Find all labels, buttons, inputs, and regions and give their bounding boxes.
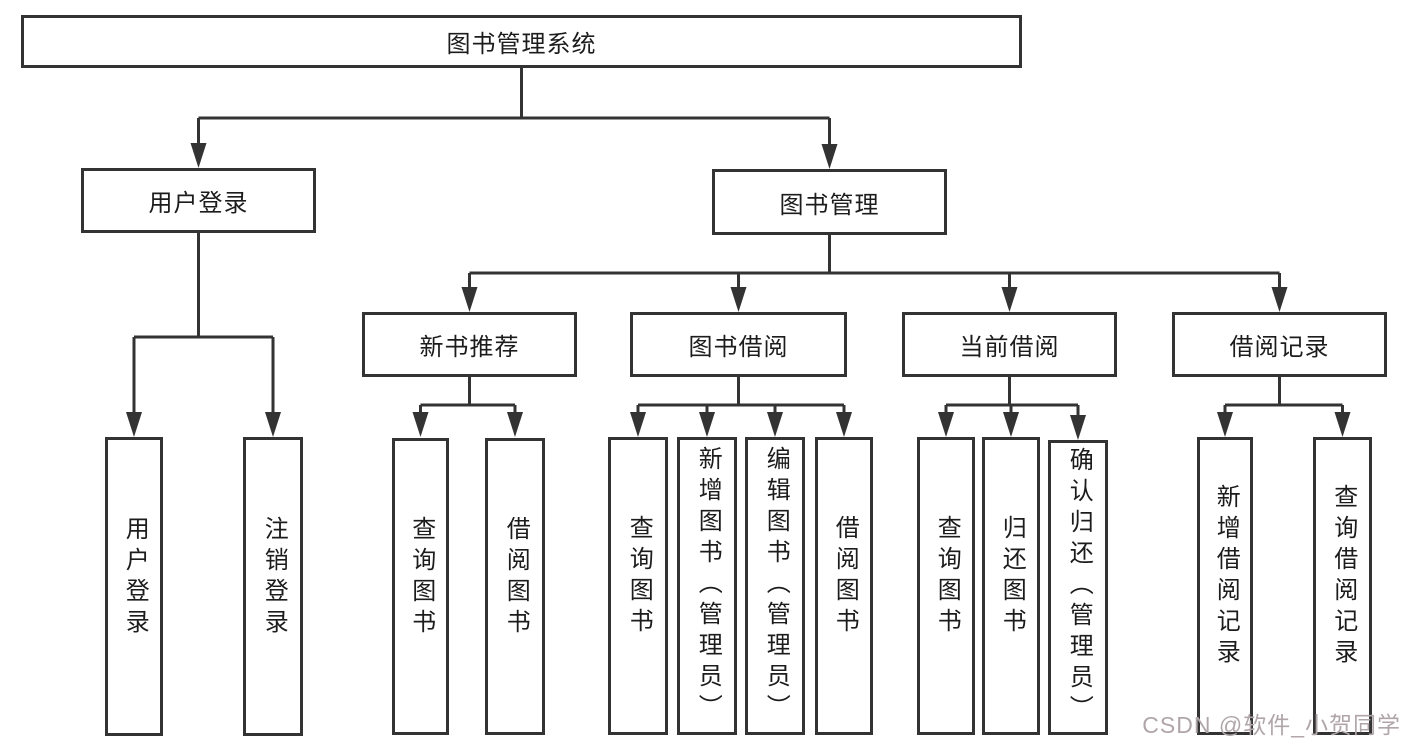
leaf-label: 用户登录 xyxy=(121,515,149,640)
node-label: 图书管理系统 xyxy=(446,31,597,58)
node-book-borrow: 图书借阅 xyxy=(630,312,847,377)
node-library-management-system: 图书管理系统 xyxy=(21,15,1022,68)
leaf-label: 查询图书 xyxy=(407,515,435,640)
node-label: 借阅记录 xyxy=(1229,334,1330,361)
leaf-label: 新增借阅记录 xyxy=(1212,484,1240,670)
csdn-watermark: CSDN @软件_小贺同学 xyxy=(1142,712,1401,738)
leaf-label: 借阅图书 xyxy=(502,515,530,640)
node-borrow-record: 借阅记录 xyxy=(1172,312,1387,377)
leaf-return-book: 归还图书 xyxy=(982,437,1040,735)
leaf-recommend-borrow-book: 借阅图书 xyxy=(485,438,545,735)
node-label: 新书推荐 xyxy=(419,334,520,361)
leaf-label: 借阅图书 xyxy=(831,515,859,639)
leaf-label: 归还图书 xyxy=(998,515,1026,639)
leaf-label: 新增图书（管理员） xyxy=(694,445,722,725)
leaf-recommend-query-book: 查询图书 xyxy=(392,438,449,735)
leaf-edit-book-admin: 编辑图书（管理员） xyxy=(745,437,805,735)
leaf-confirm-return-admin: 确认归还（管理员） xyxy=(1048,440,1108,735)
leaf-user-login: 用户登录 xyxy=(105,437,163,736)
node-label: 用户登录 xyxy=(148,190,249,217)
leaf-label: 注销登录 xyxy=(260,515,288,640)
leaf-logout: 注销登录 xyxy=(243,437,303,736)
leaf-label: 查询图书 xyxy=(625,515,653,639)
node-label: 图书管理 xyxy=(779,191,880,219)
leaf-current-query-book: 查询图书 xyxy=(917,437,975,735)
node-label: 图书借阅 xyxy=(688,334,789,361)
node-user-login-branch: 用户登录 xyxy=(81,168,316,233)
leaf-add-book-admin: 新增图书（管理员） xyxy=(677,437,737,735)
leaf-label: 查询图书 xyxy=(933,515,961,639)
leaf-borrow-query-book: 查询图书 xyxy=(608,437,668,735)
leaf-label: 编辑图书（管理员） xyxy=(762,445,790,725)
leaf-query-borrow-record: 查询借阅记录 xyxy=(1313,437,1372,735)
leaf-borrow-borrow-book: 借阅图书 xyxy=(815,437,873,735)
leaf-label: 查询借阅记录 xyxy=(1329,484,1357,670)
node-current-borrow: 当前借阅 xyxy=(902,312,1117,377)
node-book-management-branch: 图书管理 xyxy=(712,169,947,235)
node-label: 当前借阅 xyxy=(959,334,1060,361)
leaf-add-borrow-record: 新增借阅记录 xyxy=(1197,437,1253,735)
node-new-book-recommend: 新书推荐 xyxy=(362,312,577,377)
leaf-label: 确认归还（管理员） xyxy=(1065,447,1093,726)
